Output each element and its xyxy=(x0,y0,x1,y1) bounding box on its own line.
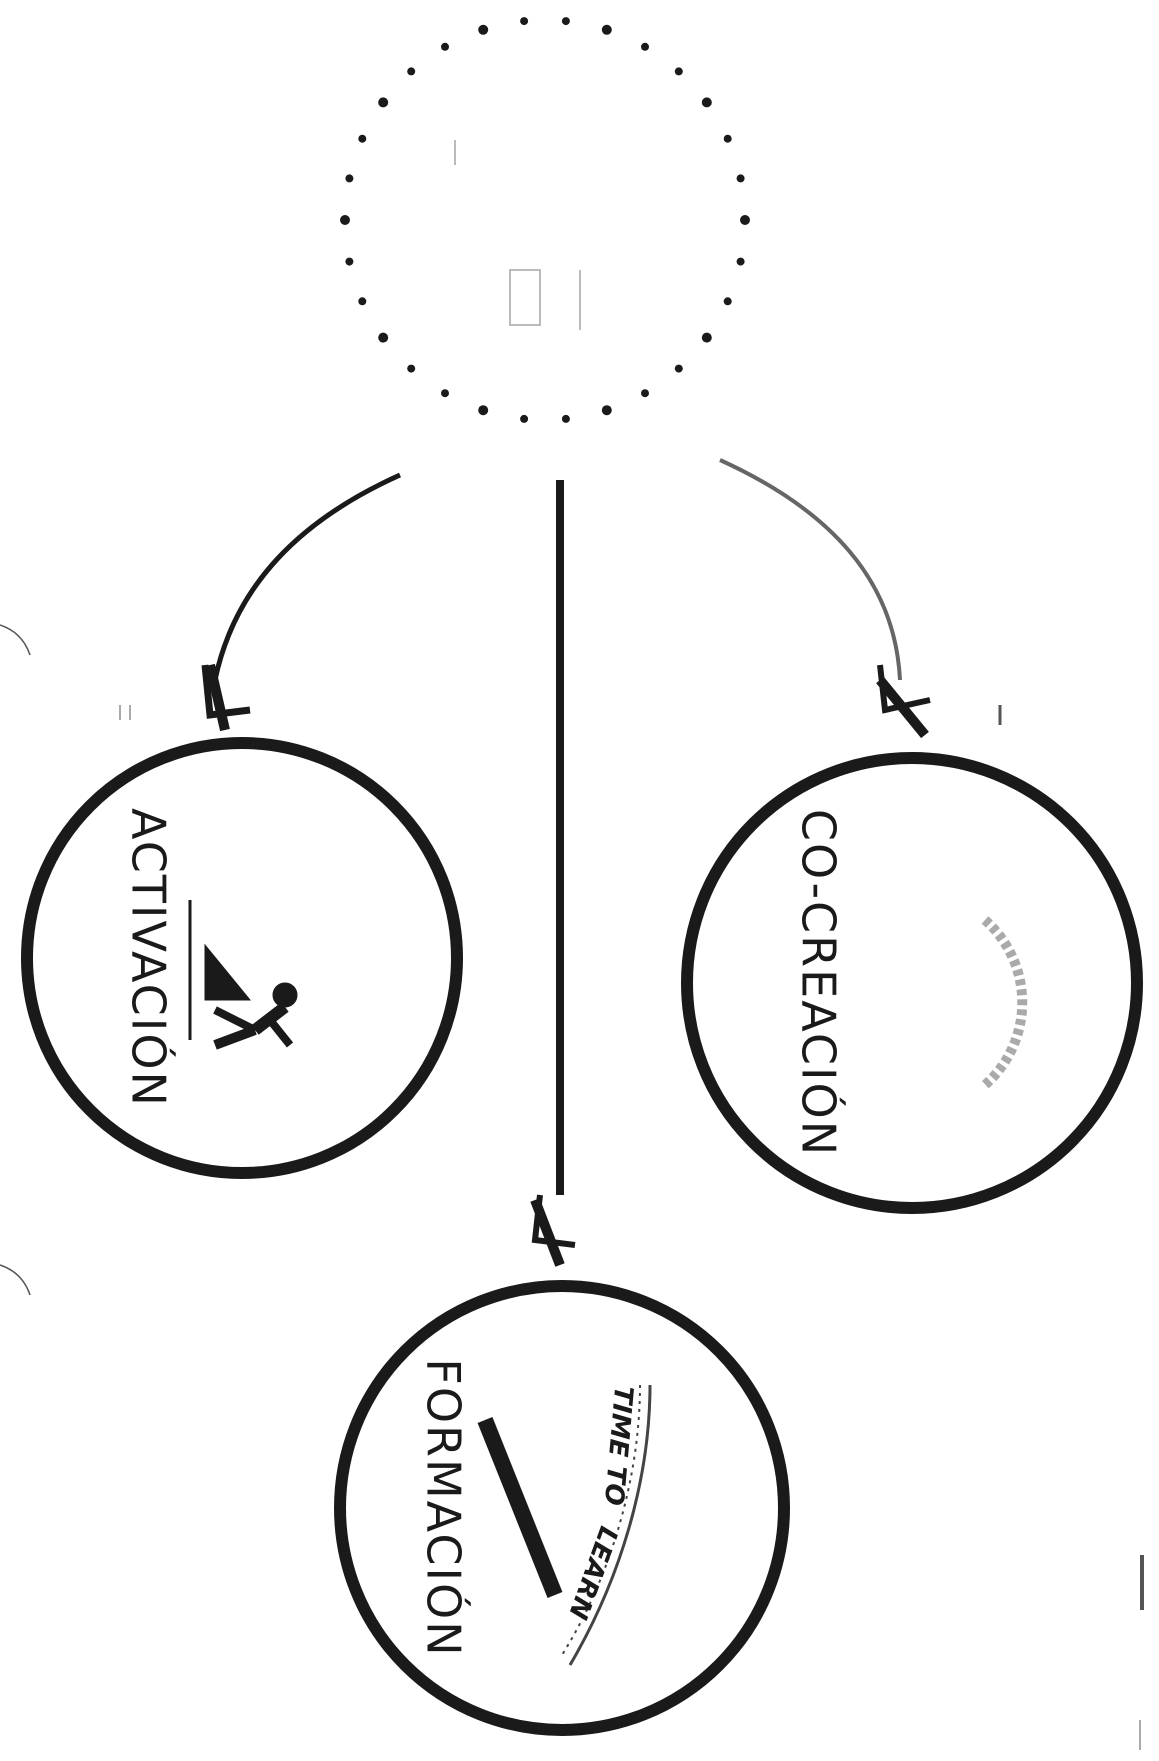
arrow-to-cocreacion xyxy=(720,460,930,735)
hub-dot xyxy=(358,297,366,305)
hub-dot xyxy=(378,333,388,343)
hub-faint-icon xyxy=(455,140,580,330)
node-formacion: TIME TO LEARN FORMACIÓN xyxy=(340,1286,784,1730)
hub-dot xyxy=(602,25,612,35)
hub-dot xyxy=(478,25,488,35)
hub-dot xyxy=(702,97,712,107)
hub-dot xyxy=(478,405,488,415)
hub-dot xyxy=(737,174,745,182)
hub-dot xyxy=(562,415,570,423)
hub-dot xyxy=(724,297,732,305)
cocreacion-label: CO-CREACIÓN xyxy=(792,809,846,1157)
node-cocreacion: CO-CREACIÓN xyxy=(687,758,1137,1208)
node-activacion: ACTIVACIÓN xyxy=(27,743,457,1173)
formacion-label: FORMACIÓN xyxy=(417,1358,471,1657)
hub-dot xyxy=(675,67,683,75)
hub-dot xyxy=(441,389,449,397)
hub-dot xyxy=(641,389,649,397)
hub-dotted-circle xyxy=(340,17,750,423)
hub-dot xyxy=(407,365,415,373)
hub-dot xyxy=(358,135,366,143)
arrow-to-formacion xyxy=(535,480,575,1265)
hub-dot xyxy=(520,17,528,25)
hub-dot xyxy=(345,258,353,266)
hub-dot xyxy=(675,365,683,373)
hub-dot xyxy=(737,258,745,266)
hub-dot xyxy=(724,135,732,143)
hub-dot xyxy=(602,405,612,415)
hub-dot xyxy=(441,43,449,51)
hub-dot xyxy=(740,215,750,225)
activacion-label: ACTIVACIÓN xyxy=(122,808,176,1108)
hub-dot xyxy=(520,415,528,423)
hub-dot xyxy=(340,215,350,225)
hub-dot xyxy=(702,333,712,343)
hub-dot xyxy=(641,43,649,51)
hub-dot xyxy=(562,17,570,25)
hub-dot xyxy=(407,67,415,75)
hub-dot xyxy=(378,97,388,107)
hub-dot xyxy=(345,174,353,182)
arrow-to-activacion xyxy=(205,475,400,730)
